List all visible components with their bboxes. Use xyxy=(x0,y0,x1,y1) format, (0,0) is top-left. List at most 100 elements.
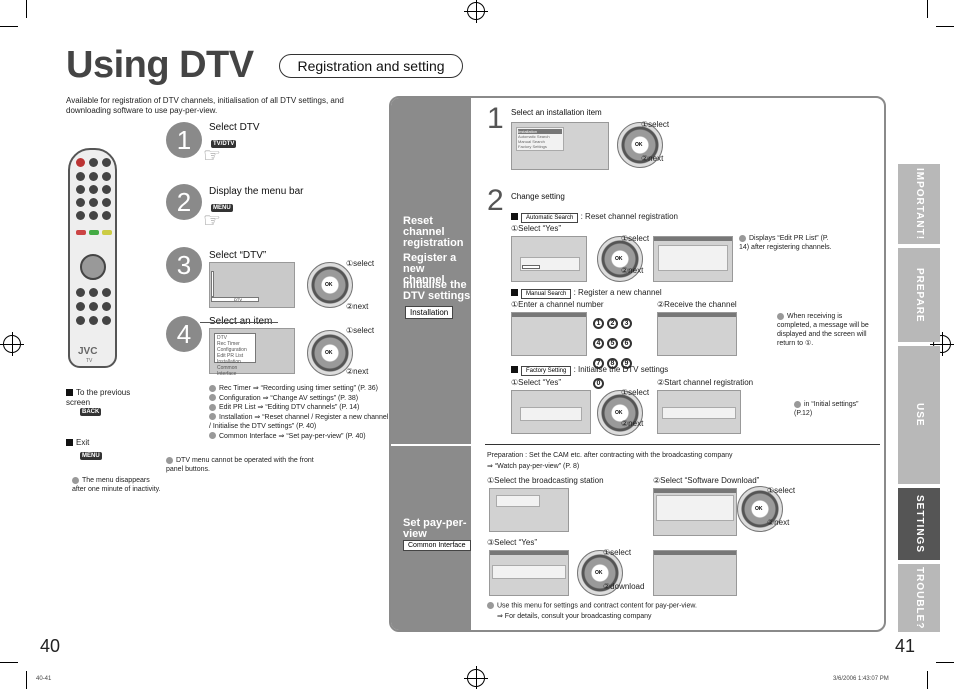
enter-channel-label: ①Enter a channel number xyxy=(511,300,604,309)
hand-icon: ☞ xyxy=(203,210,221,232)
select-label: ①select xyxy=(621,388,650,397)
item-list: Rec Timer ⇒ “Recording using timer setti… xyxy=(209,384,389,441)
step-label: Select an item xyxy=(209,316,272,327)
auto-search-screen xyxy=(511,236,587,282)
side-tab-trouble[interactable]: TROUBLE? xyxy=(898,564,940,632)
exit-menu-button[interactable]: MENU xyxy=(80,452,102,460)
side-tab-settings[interactable]: SETTINGS xyxy=(898,488,940,560)
panel-step-label: Select an installation item xyxy=(511,108,602,117)
crop-mark xyxy=(0,662,18,663)
tv-dtv-button[interactable]: TV/DTV xyxy=(211,140,237,148)
manual-search-tag: Manual Search xyxy=(521,289,572,299)
preparation-ref: ⇒ “Watch pay-per-view” (P. 8) xyxy=(487,463,580,470)
list-item: Edit PR List ⇒ “Editing DTV channels” (P… xyxy=(209,403,389,413)
previous-note: To the previous screen xyxy=(66,388,131,407)
dial-icon[interactable]: OK xyxy=(737,486,783,532)
section-initialise: Initialise the DTV settings xyxy=(403,279,471,302)
menu-button[interactable]: MENU xyxy=(211,204,233,212)
panel-step-number: 1 xyxy=(487,102,504,135)
paypv-note: Use this menu for settings and contract … xyxy=(487,602,697,609)
list-item: Rec Timer ⇒ “Recording using timer setti… xyxy=(209,384,389,394)
download-label: ②download xyxy=(603,582,645,591)
list-item: Installation ⇒ “Reset channel / Register… xyxy=(209,413,389,430)
select-label: ①select xyxy=(767,486,796,495)
step-label: Select DTV xyxy=(209,122,260,133)
factory-row: Factory Setting : Initialise the DTV set… xyxy=(511,365,668,376)
start-registration-label: ②Start channel registration xyxy=(657,378,754,387)
station-screen xyxy=(489,488,569,532)
section-paypv: Set pay-per-view xyxy=(403,517,467,540)
select-label: ①select xyxy=(621,234,650,243)
manual-note: When receiving is completed, a message w… xyxy=(777,312,869,347)
receive-screen xyxy=(657,312,737,356)
remote-model: TV xyxy=(86,358,93,364)
side-tab-use[interactable]: USE xyxy=(898,346,940,484)
ci-tag: Common Interface xyxy=(403,540,471,551)
paypv-note-ref: ⇒ For details, consult your broadcasting… xyxy=(497,613,652,620)
next-label: ②next xyxy=(346,302,369,311)
crop-mark xyxy=(927,671,928,689)
next-label: ②next xyxy=(767,518,790,527)
footer-right: 3/6/2006 1:43:07 PM xyxy=(833,676,889,682)
step-number: 3 xyxy=(166,247,202,283)
crop-mark xyxy=(927,0,928,18)
disappear-note: The menu disappears after one minute of … xyxy=(72,476,161,493)
select-download-label: ②Select “Software Download” xyxy=(653,476,760,485)
factory-screen xyxy=(511,390,591,434)
exit-note: Exit xyxy=(66,438,89,447)
dial-icon[interactable]: OK xyxy=(307,330,353,376)
receive-channel-label: ②Receive the channel xyxy=(657,300,737,309)
factory-select-yes: ①Select “Yes” xyxy=(511,378,562,387)
section-register: Register a new channel xyxy=(403,252,457,286)
dial-icon[interactable]: OK xyxy=(617,122,663,168)
crop-mark xyxy=(936,662,954,663)
next-label: ②next xyxy=(621,266,644,275)
dial-icon[interactable]: OK xyxy=(307,262,353,308)
registration-mark xyxy=(464,666,488,689)
tv-screen: DTV xyxy=(209,262,295,308)
installation-tag: Installation xyxy=(405,306,454,319)
dial-icon[interactable]: OK xyxy=(597,236,643,282)
factory-start-screen xyxy=(657,390,741,434)
remote-brand: JVC xyxy=(78,346,98,357)
next-label: ②next xyxy=(641,154,664,163)
back-button[interactable]: BACK xyxy=(80,408,102,416)
factory-note: in “Initial settings” (P.12) xyxy=(794,400,859,417)
remote-control-illustration: JVC TV xyxy=(68,148,117,368)
registration-mark xyxy=(0,332,24,356)
side-tab-prepare[interactable]: PREPARE xyxy=(898,248,940,342)
factory-tag: Factory Setting xyxy=(521,366,572,376)
select-yes-label: ①Select “Yes” xyxy=(511,224,562,233)
auto-search-row: Automatic Search : Reset channel registr… xyxy=(511,212,678,223)
dial-icon[interactable]: OK xyxy=(597,390,643,436)
step-number: 1 xyxy=(166,122,202,158)
preparation-text: Preparation : Set the CAM etc. after con… xyxy=(487,452,733,459)
select-station-label: ①Select the broadcasting station xyxy=(487,476,604,485)
side-tab-important[interactable]: IMPORTANT! xyxy=(898,164,940,244)
page-number-left: 40 xyxy=(40,636,61,656)
step-label: Display the menu bar xyxy=(209,186,304,197)
section-reset: Reset channel registration xyxy=(403,215,464,249)
step-label: Select “DTV” xyxy=(209,250,267,261)
footer-left: 40-41 xyxy=(36,676,52,682)
next-label: ②next xyxy=(346,367,369,376)
auto-search-tag: Automatic Search xyxy=(521,213,579,223)
manual-search-screen xyxy=(511,312,587,356)
dial-icon[interactable]: OK xyxy=(577,550,623,596)
download-menu-screen xyxy=(653,488,737,536)
download-progress-screen xyxy=(653,550,737,596)
menu-bar-dtv: DTV xyxy=(211,297,259,302)
select-label: ①select xyxy=(346,259,375,268)
manual-search-row: Manual Search : Register a new channel xyxy=(511,288,662,299)
page-title: Using DTV xyxy=(66,44,254,86)
list-item: Common Interface ⇒ “Set pay-per-view” (P… xyxy=(209,432,389,442)
crop-mark xyxy=(26,671,27,689)
select-label: ①select xyxy=(346,326,375,335)
panel-section-tab: Reset channel registration Register a ne… xyxy=(391,98,471,630)
registration-mark xyxy=(464,0,488,23)
list-item: Configuration ⇒ “Change AV settings” (P.… xyxy=(209,394,389,404)
select-label: ①select xyxy=(603,548,632,557)
